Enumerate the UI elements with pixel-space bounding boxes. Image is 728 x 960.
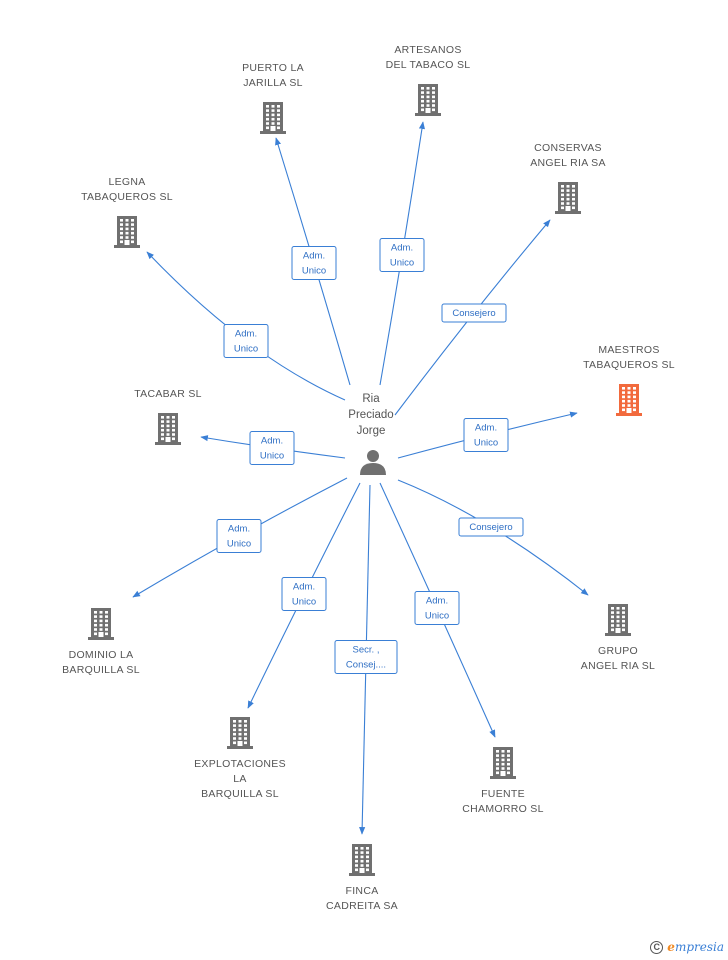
edge-label-text: Adm. [293,582,315,593]
company-label: JARILLA SL [243,77,303,89]
company-node-fuente-chamorro-sl[interactable]: FUENTE CHAMORRO SL [462,747,543,815]
company-label: TACABAR SL [134,388,202,400]
edge-artesanos-del-tabaco-sl[interactable]: Adm. Unico [379,121,426,386]
edge-finca-cadreita-sa[interactable]: Secr. , Consej.... [334,484,398,835]
building-icon [605,604,631,636]
company-label: ANGEL RIA SL [581,660,655,672]
person-icon [360,450,386,475]
person-label: Jorge [357,425,386,437]
building-icon [260,102,286,134]
edge-label-text: Unico [234,344,258,355]
company-label: LA [233,773,246,785]
edge-line [397,479,589,596]
company-node-finca-cadreita-sa[interactable]: FINCA CADREITA SA [326,844,398,912]
company-node-conservas-angel-ria-sa[interactable]: CONSERVAS ANGEL RIA SA [530,142,606,214]
edge-label-text: Secr. , [353,645,380,656]
company-label: CADREITA SA [326,900,398,912]
edge-label-text: Unico [302,266,326,277]
edge-label-text: Unico [474,438,498,449]
edge-label-text: Unico [390,258,414,269]
building-icon [227,717,253,749]
edge-conservas-angel-ria-sa[interactable]: Consejero [394,219,551,416]
edge-tacabar-sl[interactable]: Adm. Unico [200,431,346,465]
company-node-artesanos-del-tabaco-sl[interactable]: ARTESANOS DEL TABACO SL [386,44,471,116]
company-node-puerto-la-jarilla-sl[interactable]: PUERTO LA JARILLA SL [242,62,304,134]
edge-label-text: Adm. [391,243,413,254]
edge-label-box [249,431,295,465]
edge-label-text: Adm. [228,524,250,535]
edge-label-box [441,303,507,323]
company-label: ANGEL RIA SA [530,157,606,169]
edge-label-box [463,418,509,452]
company-label: MAESTROS [598,344,659,356]
edge-label-text: Adm. [261,436,283,447]
company-label: TABAQUEROS SL [583,359,675,371]
edge-legna-tabaqueros-sl[interactable]: Adm. Unico [146,251,346,401]
edge-label-text: Unico [227,539,251,550]
edge-explotaciones-la-barquilla-sl[interactable]: Adm. Unico [247,482,361,709]
company-label: DEL TABACO SL [386,59,471,71]
company-node-maestros-tabaqueros-sl[interactable]: MAESTROS TABAQUEROS SL [583,344,675,416]
company-label: BARQUILLA SL [201,788,279,800]
company-node-explotaciones-la-barquilla-sl[interactable]: EXPLOTACIONES LA BARQUILLA SL [194,717,286,800]
edge-label-box [334,640,398,674]
company-label: CHAMORRO SL [462,803,543,815]
building-icon [88,608,114,640]
edge-puerto-la-jarilla-sl[interactable]: Adm. Unico [275,137,351,386]
person-label: Ria [362,393,380,405]
edge-dominio-la-barquilla-sl[interactable]: Adm. Unico [132,477,348,598]
company-label: FINCA [346,885,379,897]
edge-label-text: Adm. [426,596,448,607]
company-node-tacabar-sl[interactable]: TACABAR SL [134,388,202,445]
edge-label-box [216,519,262,553]
building-icon [155,413,181,445]
edge-label-text: Adm. [303,251,325,262]
company-label: CONSERVAS [534,142,602,154]
company-label: PUERTO LA [242,62,304,74]
company-label: FUENTE [481,788,525,800]
company-label: BARQUILLA SL [62,664,140,676]
company-label: TABAQUEROS SL [81,191,173,203]
building-icon [114,216,140,248]
company-label: EXPLOTACIONES [194,758,286,770]
building-icon [415,84,441,116]
company-label: GRUPO [598,645,638,657]
edge-label-box [414,591,460,625]
nodes-layer: PUERTO LA JARILLA SL ARTESANOS DEL TABACO S… [62,44,675,912]
edge-label-text: Consejero [469,522,512,533]
company-node-dominio-la-barquilla-sl[interactable]: DOMINIO LA BARQUILLA SL [62,608,140,676]
empresia-logo: C empresia [650,938,724,956]
edge-label-box [291,246,337,280]
edge-grupo-angel-ria-sl[interactable]: Consejero [397,479,589,596]
edge-label-box [223,324,269,358]
edges-layer: Adm.UnicoAdm.UnicoConsejeroAdm.UnicoAdm.… [132,121,589,835]
edge-label-box [379,238,425,272]
person-label: Preciado [348,409,393,421]
company-node-grupo-angel-ria-sl[interactable]: GRUPO ANGEL RIA SL [581,604,655,672]
company-label: ARTESANOS [394,44,461,56]
company-node-legna-tabaqueros-sl[interactable]: LEGNA TABAQUEROS SL [81,176,173,248]
company-label: LEGNA [108,176,145,188]
edge-label-text: Unico [292,597,316,608]
building-icon [349,844,375,876]
edge-label-text: Adm. [235,329,257,340]
edge-label-text: Consej.... [346,660,386,671]
building-icon [490,747,516,779]
edge-label-box [281,577,327,611]
edge-label-text: Unico [425,611,449,622]
edge-label-box [458,517,524,537]
edge-label-text: Unico [260,451,284,462]
edge-fuente-chamorro-sl[interactable]: Adm. Unico [379,482,496,738]
brand-name: empresia [667,940,724,954]
edge-label-text: Consejero [452,308,495,319]
copyright-icon: C [650,940,664,954]
building-icon [555,182,581,214]
edge-maestros-tabaqueros-sl[interactable]: Adm. Unico [397,411,578,459]
building-icon [616,384,642,416]
edge-label-text: Adm. [475,423,497,434]
company-label: DOMINIO LA [69,649,134,661]
